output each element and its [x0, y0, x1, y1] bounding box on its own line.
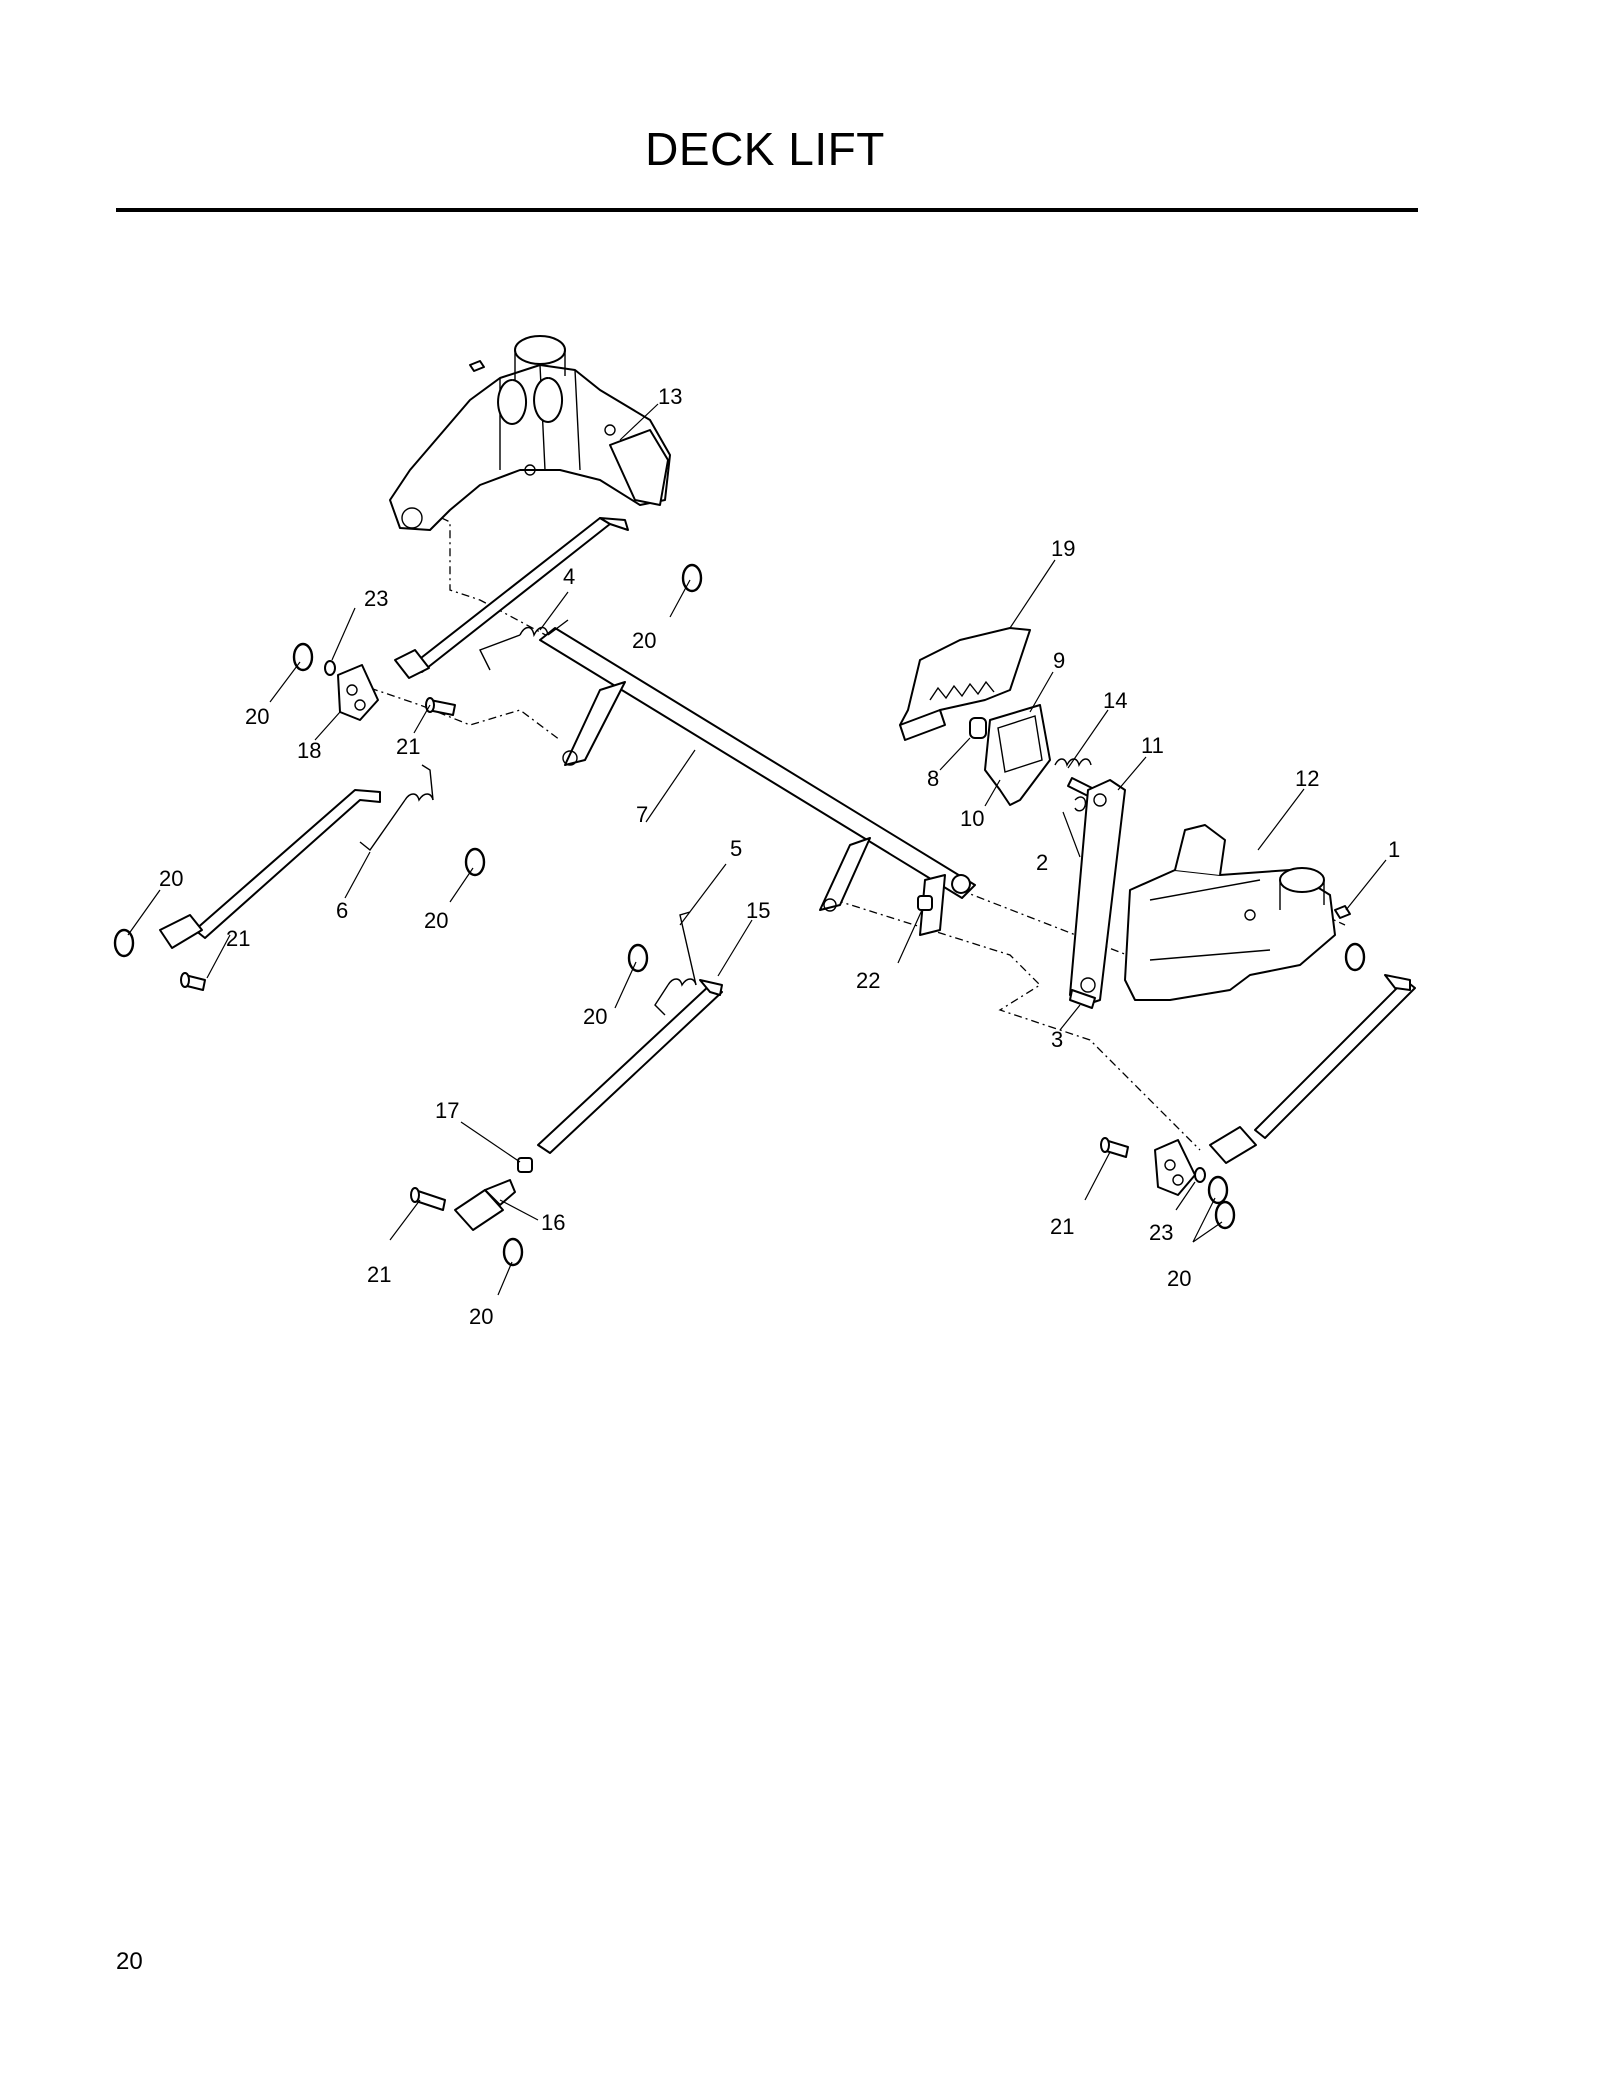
- callout-20-g: 20: [1167, 1266, 1191, 1291]
- callout-1: 1: [1388, 837, 1400, 862]
- spring-6: [359, 764, 434, 852]
- callout-10: 10: [960, 806, 984, 831]
- ring-20-h: [1214, 1200, 1236, 1230]
- spring-5: [654, 911, 697, 1016]
- page-title: DECK LIFT: [645, 123, 885, 175]
- cross-shaft-7: [539, 627, 976, 936]
- callout-22: 22: [856, 968, 880, 993]
- spring-14: [1054, 758, 1093, 797]
- callout-8: 8: [927, 766, 939, 791]
- callout-20-b: 20: [245, 704, 269, 729]
- callout-2: 2: [1036, 850, 1048, 875]
- rod-upper-left: [394, 517, 629, 679]
- callout-16: 16: [541, 1210, 565, 1235]
- callout-6: 6: [336, 898, 348, 923]
- callout-9: 9: [1053, 648, 1065, 673]
- rod-15: [537, 979, 723, 1154]
- leader-lines: [127, 403, 1387, 1296]
- ring-20-g: [1207, 1175, 1229, 1205]
- title-rule: [116, 208, 1418, 212]
- washer-23-right: [1194, 1167, 1206, 1183]
- pivot-plate-right: [1154, 1139, 1196, 1196]
- lift-arm-11: [1069, 779, 1126, 1006]
- ring-20-d: [113, 928, 135, 958]
- callout-20-a: 20: [632, 628, 656, 653]
- lift-bracket-left: [389, 335, 671, 531]
- callout-17: 17: [435, 1098, 459, 1123]
- callout-20-c: 20: [159, 866, 183, 891]
- callout-20-e: 20: [583, 1004, 607, 1029]
- callout-21-a: 21: [396, 734, 420, 759]
- bolt-3: [1069, 989, 1096, 1009]
- rod-mid-left: [159, 789, 381, 949]
- callout-18: 18: [297, 738, 321, 763]
- spring-4: [479, 619, 569, 671]
- callout-20-d: 20: [424, 908, 448, 933]
- callout-11: 11: [1141, 733, 1164, 758]
- callout-13: 13: [658, 384, 682, 409]
- clip-2: [1074, 796, 1087, 812]
- callout-23-a: 23: [364, 586, 388, 611]
- callout-labels: 1 2 3 4 5 6 7 8 9 10 11 12 13 14 15 16 1…: [159, 384, 1400, 1329]
- pivot-plate-18: [337, 664, 379, 721]
- nut-22: [917, 895, 933, 911]
- rings-20: [113, 563, 1366, 1267]
- callout-21-d: 21: [1050, 1214, 1074, 1239]
- pin-21-lower-right: [1100, 1137, 1129, 1158]
- callout-14: 14: [1103, 688, 1127, 713]
- bushing-8: [969, 717, 987, 739]
- ring-20-e: [627, 943, 649, 973]
- page-number: 20: [116, 1948, 143, 1975]
- ring-20-i: [1344, 942, 1366, 972]
- callout-19: 19: [1051, 536, 1075, 561]
- rod-right: [1209, 974, 1416, 1164]
- pin-21-lower-left: [410, 1187, 446, 1211]
- nut-17: [517, 1157, 533, 1173]
- callout-20-f: 20: [469, 1304, 493, 1329]
- ring-20-b: [292, 642, 314, 672]
- ring-20-c: [464, 847, 486, 877]
- lift-bracket-right: [1124, 824, 1336, 1001]
- washer-23-left: [324, 660, 336, 676]
- ring-20-a: [681, 563, 703, 593]
- clevis-16: [454, 1179, 516, 1231]
- callout-5: 5: [730, 836, 742, 861]
- pedal: [984, 704, 1051, 806]
- callout-12: 12: [1295, 766, 1319, 791]
- callout-4: 4: [563, 564, 575, 589]
- ring-20-f: [502, 1237, 524, 1267]
- callout-15: 15: [746, 898, 770, 923]
- callout-21-b: 21: [226, 926, 250, 951]
- ratchet-plate: [899, 627, 1031, 741]
- pin-21-mid: [180, 972, 206, 991]
- callout-23-b: 23: [1149, 1220, 1173, 1245]
- callout-7: 7: [636, 802, 648, 827]
- pin-21-upper: [425, 697, 456, 716]
- callout-21-c: 21: [367, 1262, 391, 1287]
- callout-3: 3: [1051, 1027, 1063, 1052]
